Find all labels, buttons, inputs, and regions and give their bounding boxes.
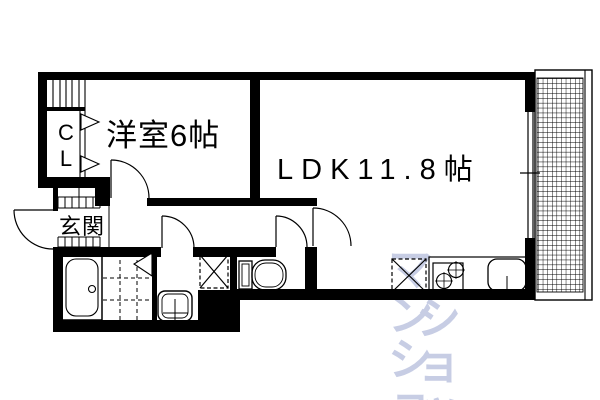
gas-stove-icon xyxy=(432,261,465,293)
kitchen-counter xyxy=(428,256,529,293)
balcony-grid xyxy=(536,77,584,293)
closet-label-c: C xyxy=(58,120,74,145)
ldk-door-icon xyxy=(312,207,352,247)
balcony xyxy=(534,69,593,301)
closet-bifold-icon xyxy=(79,110,101,177)
western-room-door-icon xyxy=(110,159,150,199)
closet-label: C L xyxy=(55,120,77,172)
washing-machine-space-icon xyxy=(199,254,229,289)
washroom-door-icon xyxy=(161,215,195,249)
kitchen-sink-icon xyxy=(487,258,527,299)
entrance-steps-icon xyxy=(57,188,110,248)
toilet-icon xyxy=(238,259,287,291)
wash-basin-icon xyxy=(157,290,193,326)
walls xyxy=(38,72,535,332)
bath-folding-door-icon xyxy=(132,252,153,278)
western-room-label: 洋室6帖 xyxy=(106,118,221,153)
sliding-window-icon xyxy=(520,112,540,238)
bathroom-tile-floor xyxy=(103,253,152,320)
toilet-door-icon xyxy=(275,215,308,248)
entrance-label: 玄関 xyxy=(59,214,106,239)
closet-label-l: L xyxy=(59,146,73,171)
bathtub-icon xyxy=(61,254,103,321)
refrigerator-space-icon xyxy=(391,258,427,293)
ldk-label: LDK11.8帖 xyxy=(277,154,481,186)
entrance-door-icon xyxy=(13,209,54,250)
